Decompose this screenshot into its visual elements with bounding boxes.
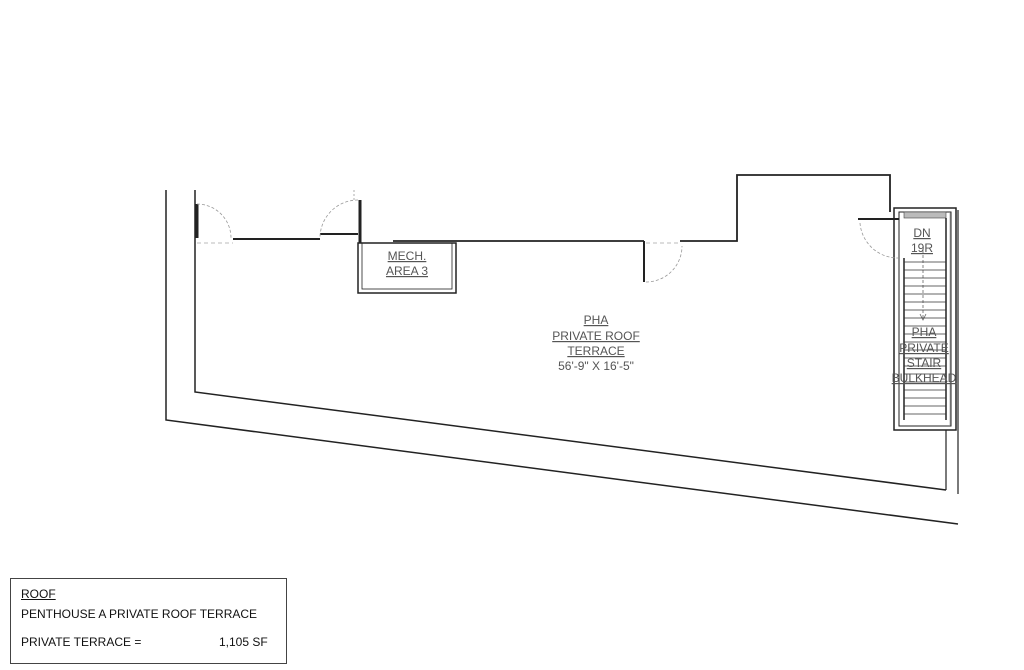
terrace-label-line2: PRIVATE ROOF xyxy=(552,329,640,343)
terrace-label-line3: TERRACE xyxy=(567,344,624,358)
mech-label: MECH. AREA 3 xyxy=(386,249,428,278)
stair-label-line2: PRIVATE xyxy=(899,341,949,355)
left-door xyxy=(195,203,233,244)
interior-walls xyxy=(233,174,891,283)
stair-treads xyxy=(904,261,946,415)
terrace-label-line1: PHA xyxy=(584,313,609,327)
legend-box: ROOF PENTHOUSE A PRIVATE ROOF TERRACE PR… xyxy=(10,578,287,664)
legend-title: ROOF xyxy=(21,587,56,601)
legend-subtitle: PENTHOUSE A PRIVATE ROOF TERRACE xyxy=(21,607,258,621)
stair-bulkhead xyxy=(858,207,957,431)
stair-label-line4: BULKHEAD xyxy=(892,371,957,385)
mech-room xyxy=(357,242,457,294)
stair-label-line3: STAIR xyxy=(907,356,942,370)
legend-area-value: 1,105 SF xyxy=(219,635,268,649)
legend-area-label: PRIVATE TERRACE = xyxy=(21,635,142,649)
outer-walls xyxy=(165,190,959,525)
stair-label-line1: PHA xyxy=(912,325,937,339)
stair-dn-label: DN xyxy=(913,226,930,240)
stair-label: DN 19R PHA PRIVATE STAIR BULKHEAD xyxy=(892,226,957,385)
terrace-dimensions: 56'-9" X 16'-5" xyxy=(558,359,634,373)
mech-label-line1: MECH. xyxy=(388,249,427,263)
mech-label-line2: AREA 3 xyxy=(386,264,428,278)
terrace-label: PHA PRIVATE ROOF TERRACE 56'-9" X 16'-5" xyxy=(552,313,640,373)
stair-risers-label: 19R xyxy=(911,241,933,255)
